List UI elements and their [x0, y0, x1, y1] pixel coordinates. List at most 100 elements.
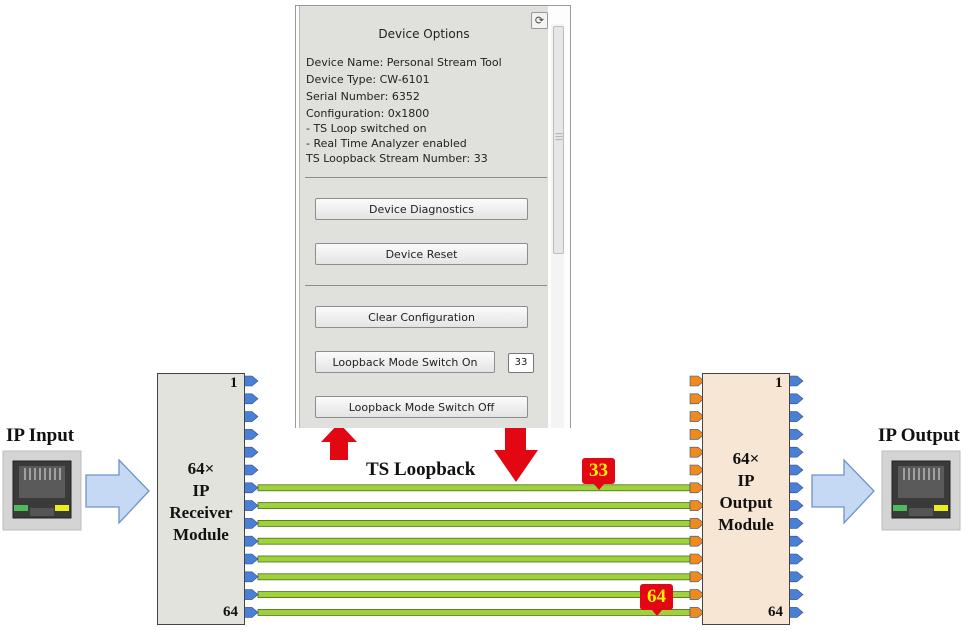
receiver-count: 64× — [187, 459, 215, 478]
output-module-port-arrow — [689, 500, 705, 511]
output-module-ports — [689, 375, 705, 618]
clear-configuration-button[interactable]: Clear Configuration — [315, 306, 528, 328]
refresh-button[interactable]: ⟳ — [531, 12, 548, 29]
ip-input-label: IP Input — [6, 425, 75, 446]
output-port-arrow — [788, 446, 804, 458]
output-port-arrow — [788, 464, 804, 476]
loopback-stream-line — [257, 502, 691, 510]
output-port-arrow — [788, 482, 804, 494]
loopback-streams — [257, 484, 691, 616]
output-module-port-arrow — [689, 411, 705, 422]
receiver-line-module: Module — [173, 525, 229, 544]
output-module-port-arrow — [689, 446, 705, 458]
ip-output-module: 64× IP Output Module 1 64 — [702, 373, 790, 625]
receiver-port-arrow — [243, 375, 259, 387]
ip-receiver-module: 64× IP Receiver Module 1 64 — [157, 373, 245, 625]
output-count: 64× — [732, 449, 760, 468]
ethernet-port-input-icon — [2, 450, 82, 531]
output-port-arrow — [788, 571, 804, 583]
output-port-arrow — [788, 553, 804, 565]
receiver-port-arrow — [243, 393, 259, 405]
receiver-port-arrow — [243, 518, 259, 529]
receiver-port-arrow — [243, 411, 259, 422]
output-line-ip: IP — [737, 471, 755, 490]
info-rta: - Real Time Analyzer enabled — [306, 137, 467, 150]
divider — [305, 177, 547, 178]
output-port-arrow — [788, 607, 804, 618]
output-module-port-arrow — [689, 589, 705, 600]
output-port-arrow — [788, 500, 804, 511]
receiver-port-arrow — [243, 571, 259, 583]
divider — [305, 285, 547, 286]
scrollbar-thumb[interactable] — [553, 26, 564, 254]
output-port-arrow — [788, 429, 804, 440]
info-device-type: Device Type: CW-6101 — [306, 73, 430, 86]
output-module-port-arrow — [689, 607, 705, 618]
output-module-port-arrow — [689, 553, 705, 565]
refresh-icon: ⟳ — [534, 14, 545, 27]
receiver-port-arrow — [243, 500, 259, 511]
output-line-module: Module — [718, 515, 774, 534]
output-port-arrow — [788, 393, 804, 405]
loopback-stream-line — [257, 520, 691, 527]
loopback-stream-input[interactable]: 33 — [508, 353, 534, 373]
ip-output-label: IP Output — [878, 425, 960, 446]
output-ports — [788, 375, 804, 618]
ts-loopback-label: TS Loopback — [366, 459, 476, 480]
info-device-name: Device Name: Personal Stream Tool — [306, 56, 502, 69]
loop-off-indicator-arrow — [321, 423, 357, 460]
output-port-arrow — [788, 535, 804, 547]
device-options-content: ⟳ Device Options Device Name: Personal S… — [299, 6, 548, 428]
loopback-off-button[interactable]: Loopback Mode Switch Off — [315, 396, 528, 418]
device-diagnostics-button[interactable]: Device Diagnostics — [315, 198, 528, 220]
output-module-port-arrow — [689, 464, 705, 476]
receiver-line-ip: IP — [192, 481, 210, 500]
loopback-stream-line — [257, 573, 691, 581]
loopback-stream-line — [257, 537, 691, 545]
output-module-port-arrow — [689, 518, 705, 529]
output-module-port-arrow — [689, 571, 705, 583]
output-flow-arrow — [811, 458, 875, 525]
loopback-stream-line — [257, 609, 691, 616]
output-module-port-arrow — [689, 393, 705, 405]
loopback-stream-line — [257, 555, 691, 563]
scrollbar-grip-icon: ——— — [555, 129, 563, 144]
receiver-port-arrow — [243, 482, 259, 494]
output-port-last: 64 — [768, 604, 783, 620]
receiver-port-arrow — [243, 464, 259, 476]
output-port-arrow — [788, 411, 804, 422]
receiver-ports — [243, 375, 259, 618]
info-loopback-stream: TS Loopback Stream Number: 33 — [306, 152, 488, 165]
info-serial-number: Serial Number: 6352 — [306, 90, 420, 103]
stream-33-indicator-arrow — [494, 427, 538, 482]
receiver-port-arrow — [243, 607, 259, 618]
input-flow-arrow — [85, 458, 150, 525]
ethernet-port-output-icon — [881, 450, 961, 531]
output-line-output: Output — [719, 493, 773, 512]
loopback-stream-line — [257, 484, 691, 492]
stream-badge-33: 33 — [582, 458, 615, 490]
receiver-port-arrow — [243, 429, 259, 440]
output-port-arrow — [788, 518, 804, 529]
device-reset-button[interactable]: Device Reset — [315, 243, 528, 265]
output-port-arrow — [788, 375, 804, 387]
info-ts-loop: - TS Loop switched on — [306, 122, 427, 135]
loopback-on-button[interactable]: Loopback Mode Switch On — [315, 351, 495, 373]
output-port-arrow — [788, 589, 804, 600]
panel-title: Device Options — [378, 27, 470, 41]
stream-badge-64: 64 — [640, 584, 673, 616]
receiver-port-arrow — [243, 553, 259, 565]
receiver-port-first: 1 — [230, 375, 238, 391]
info-configuration: Configuration: 0x1800 — [306, 107, 430, 120]
output-module-port-arrow — [689, 482, 705, 494]
output-port-first: 1 — [775, 375, 783, 391]
receiver-line-receiver: Receiver — [169, 503, 233, 522]
receiver-port-arrow — [243, 446, 259, 458]
device-options-panel: ⟳ Device Options Device Name: Personal S… — [295, 5, 571, 428]
loopback-stream-line — [257, 591, 691, 598]
output-module-port-arrow — [689, 429, 705, 440]
output-module-port-arrow — [689, 375, 705, 387]
output-module-port-arrow — [689, 535, 705, 547]
receiver-port-arrow — [243, 589, 259, 600]
